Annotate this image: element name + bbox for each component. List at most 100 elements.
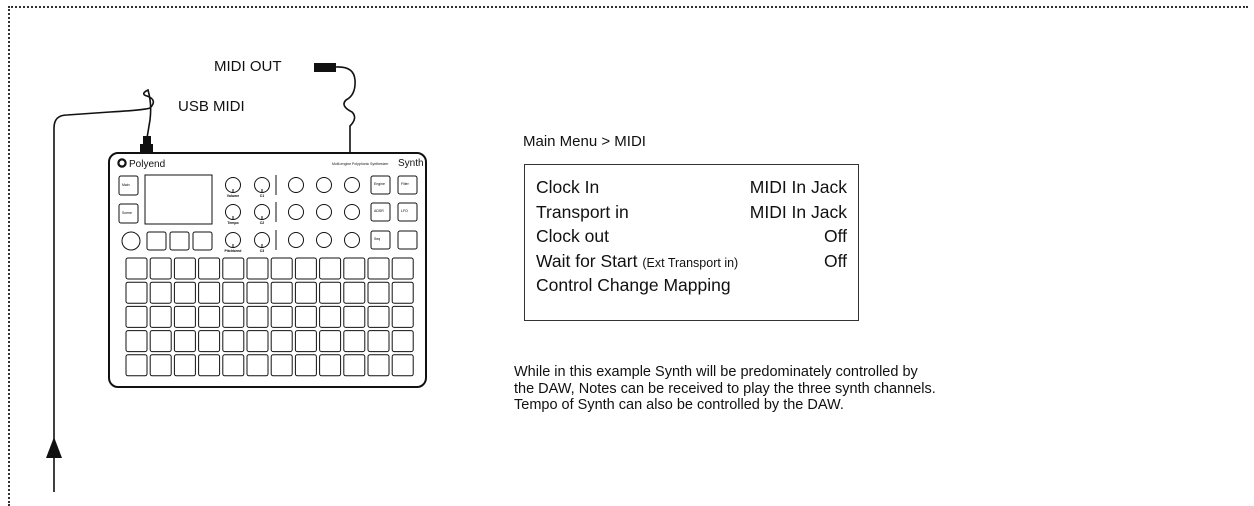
pad <box>149 257 172 280</box>
pad <box>198 257 221 280</box>
round-button <box>316 204 332 220</box>
pad <box>270 354 293 377</box>
pad <box>125 354 148 377</box>
scene-button <box>118 203 139 224</box>
pad <box>343 354 366 377</box>
pad <box>270 330 293 353</box>
pad <box>125 281 148 304</box>
menu-row-label: Wait for Start <box>536 250 638 271</box>
pad <box>173 330 196 353</box>
device-model: Synth <box>398 158 424 169</box>
pad <box>125 257 148 280</box>
main-button <box>118 175 139 196</box>
menu-row-cc-mapping[interactable]: Control Change Mapping <box>536 273 847 298</box>
pad <box>198 330 221 353</box>
pad <box>270 281 293 304</box>
function-button <box>397 202 418 222</box>
pad <box>367 354 390 377</box>
pad <box>149 281 172 304</box>
pad <box>343 281 366 304</box>
pad <box>319 330 342 353</box>
connection-diagram: Polyend Multi-engine Polyphonic Synthesi… <box>46 63 427 492</box>
pad <box>270 305 293 328</box>
pad <box>343 330 366 353</box>
round-button <box>344 204 360 220</box>
pad <box>319 257 342 280</box>
pad <box>198 354 221 377</box>
pad <box>173 257 196 280</box>
device-brand: Polyend <box>129 159 165 170</box>
pad <box>319 305 342 328</box>
menu-row-label: Clock out <box>536 226 609 246</box>
function-button-label: ADSR <box>374 209 384 213</box>
function-button-label: Filter <box>401 182 410 186</box>
pad <box>343 305 366 328</box>
knob-label: Pitchbend <box>225 249 242 253</box>
pad <box>173 281 196 304</box>
menu-row-value: MIDI In Jack <box>749 177 847 197</box>
round-button <box>344 177 360 193</box>
pad <box>367 330 390 353</box>
midi-menu-box: Clock In MIDI In Jack Transport in MIDI … <box>524 164 859 321</box>
pad <box>294 257 317 280</box>
menu-row-note: (Ext Transport in) <box>642 255 739 270</box>
pad <box>246 305 269 328</box>
function-button-label: Engine <box>374 182 385 186</box>
pad <box>294 330 317 353</box>
midi-plug-icon <box>314 63 336 72</box>
description-line: the DAW, Notes can be received to play t… <box>514 380 936 397</box>
pad <box>198 305 221 328</box>
menu-row-clock-out[interactable]: Clock out Off <box>536 224 847 249</box>
pad <box>125 305 148 328</box>
midi-cable <box>335 66 356 154</box>
description-text: While in this example Synth will be pred… <box>514 364 1114 414</box>
pad <box>367 281 390 304</box>
function-button-label: Seq <box>374 237 380 241</box>
menu-row-label: Control Change Mapping <box>536 275 731 295</box>
menu-row-value: MIDI In Jack <box>749 201 847 222</box>
pad <box>367 305 390 328</box>
round-button <box>288 232 304 248</box>
pad <box>222 354 245 377</box>
pad <box>173 305 196 328</box>
round-button <box>288 177 304 193</box>
knob-label: C3 <box>260 249 265 253</box>
polyend-logo-icon <box>117 158 127 168</box>
pad <box>391 257 414 280</box>
round-button <box>344 232 360 248</box>
round-button <box>316 177 332 193</box>
pad <box>270 257 293 280</box>
function-button <box>370 230 391 250</box>
pad <box>391 354 414 377</box>
svg-text:Scene: Scene <box>122 211 132 215</box>
description-line: While in this example Synth will be pred… <box>514 364 918 380</box>
function-button <box>370 202 391 222</box>
pad <box>294 354 317 377</box>
menu-row-transport-in[interactable]: Transport in MIDI In Jack <box>536 200 847 225</box>
menu-breadcrumb: Main Menu > MIDI <box>523 133 646 150</box>
pad <box>246 281 269 304</box>
device-screen <box>144 174 213 225</box>
pad <box>319 281 342 304</box>
function-button <box>397 175 418 195</box>
pad <box>246 354 269 377</box>
up-arrow-icon <box>46 437 62 458</box>
pad <box>319 354 342 377</box>
knob-label: Tempo <box>227 221 238 225</box>
round-button <box>288 204 304 220</box>
menu-row-value: Off <box>823 250 847 271</box>
pad <box>391 305 414 328</box>
menu-row-label: Clock In <box>536 177 600 197</box>
pad <box>343 257 366 280</box>
usb-midi-label: USB MIDI <box>178 98 245 115</box>
menu-row-wait-for-start[interactable]: Wait for Start (Ext Transport in) Off <box>536 249 847 274</box>
menu-row-value: Off <box>823 226 847 246</box>
midi-out-label: MIDI OUT <box>214 58 282 75</box>
function-button <box>370 175 391 195</box>
menu-row-label: Transport in <box>536 201 629 222</box>
pad <box>367 257 390 280</box>
usb-cable <box>53 88 155 492</box>
menu-row-clock-in[interactable]: Clock In MIDI In Jack <box>536 175 847 200</box>
pad <box>294 281 317 304</box>
device-tagline: Multi-engine Polyphonic Synthesizer <box>332 162 389 166</box>
